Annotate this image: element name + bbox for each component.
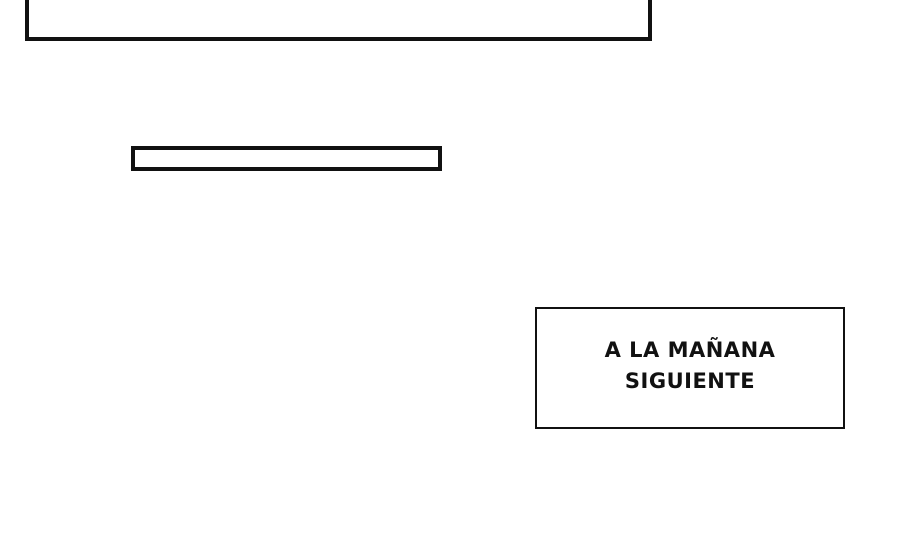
comic-panel-strip	[131, 146, 442, 171]
caption-line-2: SIGUIENTE	[624, 369, 756, 393]
narration-caption-box: A LA MAÑANA SIGUIENTE	[535, 307, 845, 429]
narration-caption-text: A LA MAÑANA SIGUIENTE	[605, 335, 776, 397]
caption-line-1: A LA MAÑANA	[604, 338, 776, 362]
comic-panel-top	[25, 0, 652, 41]
